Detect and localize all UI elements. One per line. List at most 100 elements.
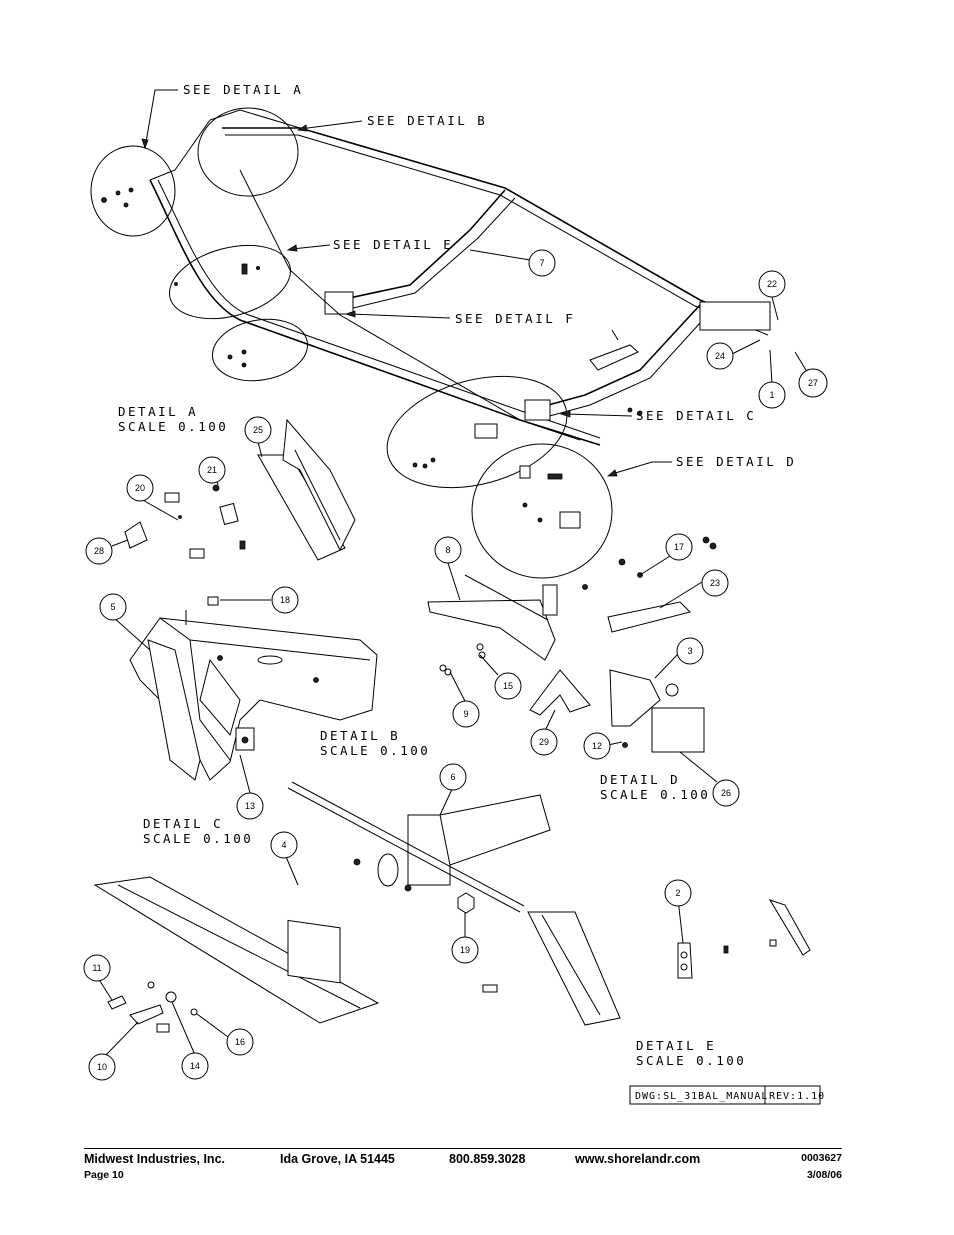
callout-26: 26	[712, 779, 740, 807]
callout-6: 6	[439, 763, 467, 791]
callout-27-bubble	[798, 368, 828, 398]
see-detail-e-label: SEE DETAIL E	[333, 237, 453, 252]
callout-15-bubble	[494, 672, 522, 700]
callout-26-bubble	[712, 779, 740, 807]
callout-4: 4	[270, 831, 298, 859]
part-callouts: 7 22 24 1 27 25 21 20 28 18 5 8 17 23 3 …	[83, 249, 828, 1081]
callout-14-bubble	[181, 1052, 209, 1080]
callout-11-bubble	[83, 954, 111, 982]
callout-7: 7	[528, 249, 556, 277]
detail-f-ellipse	[211, 318, 309, 382]
see-detail-a-label: SEE DETAIL A	[183, 82, 303, 97]
footer-doc-number: 0003627	[801, 1152, 842, 1164]
callout-26-number: 26	[721, 788, 731, 798]
callout-3-bubble	[676, 637, 704, 665]
revision: REV:1.10	[769, 1091, 825, 1102]
callout-13-bubble	[236, 792, 264, 820]
callout-12-number: 12	[592, 741, 602, 751]
callout-22-number: 22	[767, 279, 777, 289]
detail-b-parts	[129, 596, 378, 781]
callout-23: 23	[701, 569, 729, 597]
callout-22: 22	[758, 270, 786, 298]
callout-15: 15	[494, 672, 522, 700]
callout-25-number: 25	[253, 425, 263, 435]
callout-10-number: 10	[97, 1062, 107, 1072]
callout-13: 13	[236, 792, 264, 820]
see-detail-b-label: SEE DETAIL B	[367, 113, 487, 128]
callout-3: 3	[676, 637, 704, 665]
detail-b-circle	[197, 107, 299, 197]
trailer-frame	[149, 109, 771, 446]
see-detail-d-label: SEE DETAIL D	[676, 454, 796, 469]
footer-date: 3/08/06	[806, 1169, 842, 1181]
title-block: DWG:SL_31BAL_MANUAL REV:1.10	[629, 1085, 825, 1105]
callout-29-bubble	[530, 728, 558, 756]
callout-21-bubble	[198, 456, 226, 484]
callout-23-number: 23	[710, 578, 720, 588]
see-detail-c-label: SEE DETAIL C	[636, 408, 756, 423]
detail-e-scale: SCALE 0.100	[636, 1053, 746, 1068]
callout-14-number: 14	[190, 1061, 200, 1071]
callout-1: 1	[758, 381, 786, 409]
callout-8-number: 8	[445, 545, 450, 555]
callout-8: 8	[434, 536, 462, 564]
see-detail-labels: SEE DETAIL A SEE DETAIL B SEE DETAIL E S…	[141, 82, 796, 477]
detail-a-title: DETAIL A	[118, 404, 198, 419]
callout-7-bubble	[528, 249, 556, 277]
callout-14: 14	[181, 1052, 209, 1080]
callout-2-bubble	[664, 879, 692, 907]
detail-titles: DETAIL A SCALE 0.100 DETAIL B SCALE 0.10…	[118, 404, 746, 1068]
callout-28: 28	[85, 537, 113, 565]
callout-5-bubble	[99, 593, 127, 621]
detail-d-title: DETAIL D	[600, 772, 680, 787]
callout-18-bubble	[271, 586, 299, 614]
callout-23-bubble	[701, 569, 729, 597]
footer-page: Page 10	[84, 1169, 124, 1181]
callout-20: 20	[126, 474, 154, 502]
callout-20-bubble	[126, 474, 154, 502]
callout-11: 11	[83, 954, 111, 982]
callout-10-bubble	[88, 1053, 116, 1081]
detail-e-parts	[527, 899, 811, 1026]
callout-29: 29	[530, 728, 558, 756]
detail-b-scale: SCALE 0.100	[320, 743, 430, 758]
callout-17-bubble	[665, 533, 693, 561]
callout-3-number: 3	[687, 646, 692, 656]
detail-c-scale: SCALE 0.100	[143, 831, 253, 846]
footer-city: Ida Grove, IA 51445	[280, 1152, 395, 1166]
callout-28-number: 28	[94, 546, 104, 556]
callout-19-bubble	[451, 936, 479, 964]
callout-9-bubble	[452, 700, 480, 728]
callout-2: 2	[664, 879, 692, 907]
callout-24: 24	[706, 342, 734, 370]
callout-6-bubble	[439, 763, 467, 791]
callout-29-number: 29	[539, 737, 549, 747]
callout-24-number: 24	[715, 351, 725, 361]
detail-d-parts	[427, 536, 717, 753]
footer-company: Midwest Industries, Inc.	[84, 1152, 225, 1166]
callout-5-number: 5	[110, 602, 115, 612]
callout-18: 18	[271, 586, 299, 614]
callout-21-number: 21	[207, 465, 217, 475]
callout-27-number: 27	[808, 378, 818, 388]
see-detail-f-label: SEE DETAIL F	[455, 311, 575, 326]
detail-a-parts	[124, 418, 356, 561]
callout-4-bubble	[270, 831, 298, 859]
callout-12-bubble	[583, 732, 611, 760]
callout-1-number: 1	[769, 390, 774, 400]
detail-d-circle	[471, 443, 613, 579]
callout-1-bubble	[758, 381, 786, 409]
callout-20-number: 20	[135, 483, 145, 493]
frame-hardware	[101, 187, 643, 529]
callout-19: 19	[451, 936, 479, 964]
callout-16-number: 16	[235, 1037, 245, 1047]
callout-17: 17	[665, 533, 693, 561]
callout-9: 9	[452, 700, 480, 728]
callout-10: 10	[88, 1053, 116, 1081]
callout-15-number: 15	[503, 681, 513, 691]
detail-a-scale: SCALE 0.100	[118, 419, 228, 434]
callout-27: 27	[798, 368, 828, 398]
callout-9-number: 9	[463, 709, 468, 719]
callout-11-number: 11	[92, 963, 101, 973]
